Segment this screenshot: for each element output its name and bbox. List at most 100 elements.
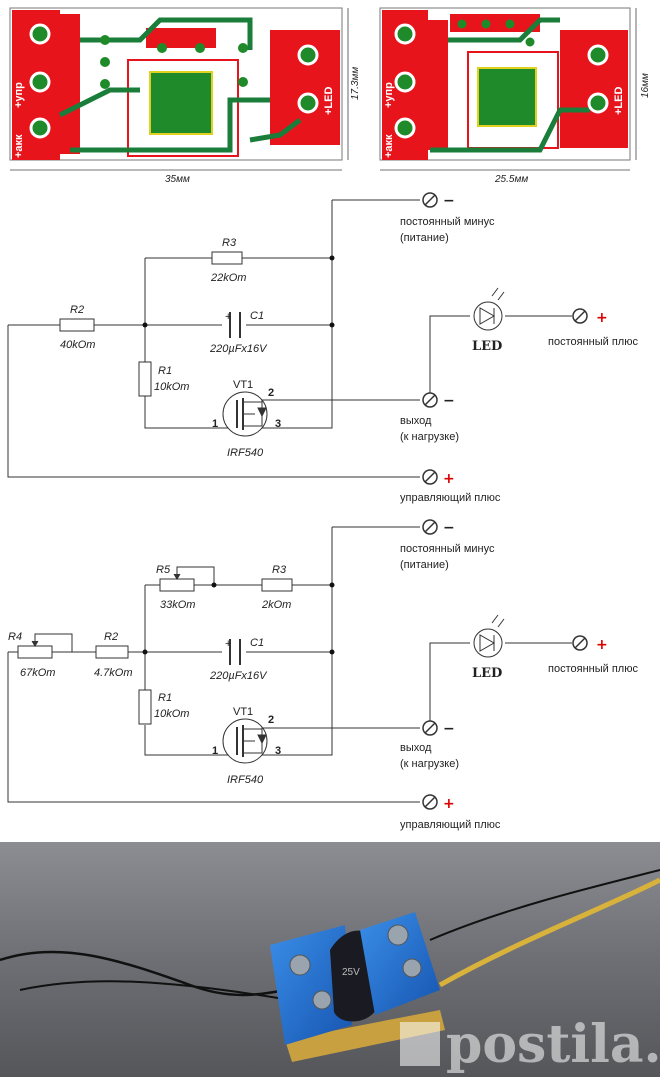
s1-minus-label-2: (питание) <box>400 232 449 244</box>
s1-vt1-pin1: 1 <box>212 418 218 430</box>
s2-led-label: LED <box>472 666 502 681</box>
s1-terminal-out-slash <box>424 394 436 406</box>
pcb-left-red-top <box>146 28 216 48</box>
pcb-right-trace-1 <box>448 17 560 43</box>
s1-out-label-2: (к нагрузке) <box>400 431 459 443</box>
s1-terminal-ctrl-slash <box>424 471 436 483</box>
s1-ctrl-sign: + <box>443 471 455 487</box>
s2-r1-value: 10kOm <box>154 708 189 720</box>
s1-r2-value: 40kOm <box>60 339 95 351</box>
photo-terminal-block-right <box>360 912 440 1015</box>
photo-black-wire-3 <box>429 869 660 941</box>
s1-led-rays <box>491 287 505 301</box>
pcb-left-mosfet-outline <box>127 59 239 157</box>
s2-minus-sign: − <box>443 520 455 536</box>
watermark-text: postila.ru <box>446 1014 660 1075</box>
s2-out-label-2: (к нагрузке) <box>400 758 459 770</box>
pcb-right-label-akk: +акк <box>383 134 395 158</box>
s1-vt1-part: IRF540 <box>227 447 264 459</box>
schematic-1-labels: R3 22kOm R2 40kOm R1 10kOm + C1 220µFx16… <box>60 193 638 504</box>
pcb-left-via-6 <box>238 43 248 53</box>
pcb-left-label-akk: +акк <box>13 134 25 158</box>
s1-led-body <box>473 301 503 331</box>
s2-r5-value: 33kOm <box>160 599 195 611</box>
s1-r3-value: 22kOm <box>210 272 246 284</box>
s2-r4-value: 67kOm <box>20 667 55 679</box>
s2-r5-arrow <box>173 573 181 580</box>
s2-plus-label: постоянный плюс <box>548 663 638 675</box>
s2-out-sign: − <box>443 721 455 737</box>
pcb-right-label-led: +LED <box>613 87 625 115</box>
s1-out-label-1: выход <box>400 415 432 427</box>
s1-led-label: LED <box>472 339 502 354</box>
photo-screw-4 <box>402 958 422 978</box>
pcb-right-terminal-4 <box>587 44 609 66</box>
pcb-right-via-2 <box>481 19 491 29</box>
s2-r5-name: R5 <box>156 564 171 576</box>
s1-out-sign: − <box>443 393 455 409</box>
pcb-right-mosfet-pad <box>477 67 537 127</box>
s2-r2 <box>95 645 129 659</box>
s1-r1-name: R1 <box>158 365 172 377</box>
s1-vt1-pin2: 2 <box>268 387 274 399</box>
pcb-right-label-upr: +упр <box>383 82 395 108</box>
s1-wire-ctrl <box>7 325 420 478</box>
s2-c1-plus: + <box>225 638 231 650</box>
pcb-right-red-bar <box>428 20 448 150</box>
s1-vt1-pin3: 3 <box>275 418 281 430</box>
s1-junction-3 <box>142 322 148 328</box>
s2-r4 <box>17 645 53 659</box>
s1-c1-value: 220µFx16V <box>209 343 268 355</box>
s2-vt1-pin1: 1 <box>212 745 218 757</box>
pcb-left-trace-1 <box>80 17 253 50</box>
pcb-right-terminal-2 <box>394 71 416 93</box>
pcb-left-via-1 <box>100 35 110 45</box>
s1-junction-2 <box>329 322 335 328</box>
photo-black-wire-2 <box>19 980 291 1001</box>
s1-terminal-minus-slash <box>424 194 436 206</box>
photo-screw-3 <box>387 924 409 946</box>
s2-ctrl-label: управляющий плюс <box>400 819 501 831</box>
pcb-left-label-led: +LED <box>323 87 335 115</box>
s1-r3 <box>211 251 243 265</box>
s2-r1-name: R1 <box>158 692 172 704</box>
s2-r5-wiper <box>176 566 215 585</box>
s1-plus-label: постоянный плюс <box>548 336 638 348</box>
pcb-left-via-2 <box>100 57 110 67</box>
schematic-2 <box>7 519 588 810</box>
pcb-right-width: 25.5мм <box>494 174 528 185</box>
s1-terminal-plus-slash <box>574 310 586 322</box>
schematic-1 <box>7 192 588 485</box>
s2-junction-1 <box>211 582 217 588</box>
pcb-left-terminal-4 <box>297 44 319 66</box>
pcb-right-via-3 <box>505 19 515 29</box>
s1-wire-led <box>429 315 470 400</box>
s1-minus-sign: − <box>443 193 455 209</box>
s2-terminal-minus-slash <box>424 521 436 533</box>
pcb-left-terminal-5 <box>297 92 319 114</box>
s2-terminal-plus-slash <box>574 637 586 649</box>
s2-led-diode <box>479 634 496 652</box>
s2-minus-label-1: постоянный минус <box>400 543 495 555</box>
s2-wire-ctrl <box>7 652 420 803</box>
pcb-left-mosfet-pad <box>149 71 213 135</box>
pcb-left-via-4 <box>157 43 167 53</box>
pcb-left-trace-2 <box>58 87 140 118</box>
s2-ctrl-sign: + <box>443 796 455 812</box>
s2-vt1-name: VT1 <box>233 706 253 718</box>
pcb-right-height: 16мм <box>640 73 651 98</box>
photo: 25V postila.ru <box>0 842 660 1077</box>
s1-c1-name: C1 <box>250 310 264 322</box>
pcb-left-via-7 <box>238 77 248 87</box>
s2-r4-arrow <box>31 640 39 647</box>
pcb-left-terminal-1 <box>29 23 51 45</box>
pcb-left-terminal-3 <box>29 117 51 139</box>
s1-vt1-name: VT1 <box>233 379 253 391</box>
s1-r2-name: R2 <box>70 304 84 316</box>
s2-c1-value: 220µFx16V <box>209 670 268 682</box>
s2-junction-4 <box>142 649 148 655</box>
pcb-right-red-top <box>450 14 540 32</box>
s2-c1-name: C1 <box>250 637 264 649</box>
s2-terminal-ctrl-slash <box>424 796 436 808</box>
